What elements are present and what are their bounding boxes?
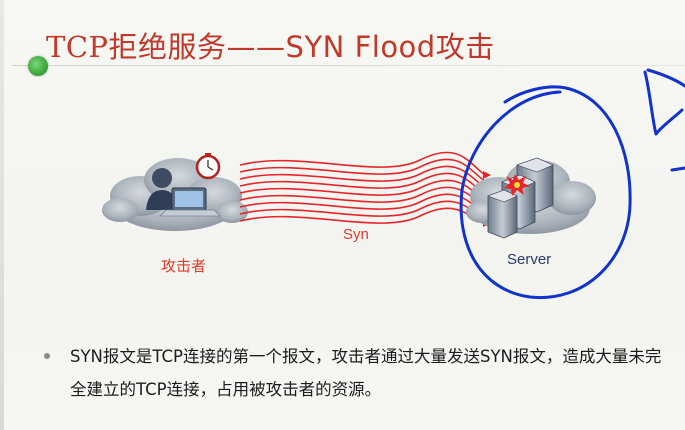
bullet-text: SYN报文是TCP连接的第一个报文，攻击者通过大量发送SYN报文，造成大量未完全… <box>70 340 674 406</box>
syn-label: Syn <box>343 226 369 243</box>
bullet-item: SYN报文是TCP连接的第一个报文，攻击者通过大量发送SYN报文，造成大量未完全… <box>44 340 674 406</box>
server-label: Server <box>507 251 551 268</box>
attacker-label: 攻击者 <box>161 255 206 276</box>
bullet-icon <box>44 353 50 359</box>
stopwatch-icon <box>197 153 219 178</box>
syn-flood-lines <box>240 152 485 223</box>
